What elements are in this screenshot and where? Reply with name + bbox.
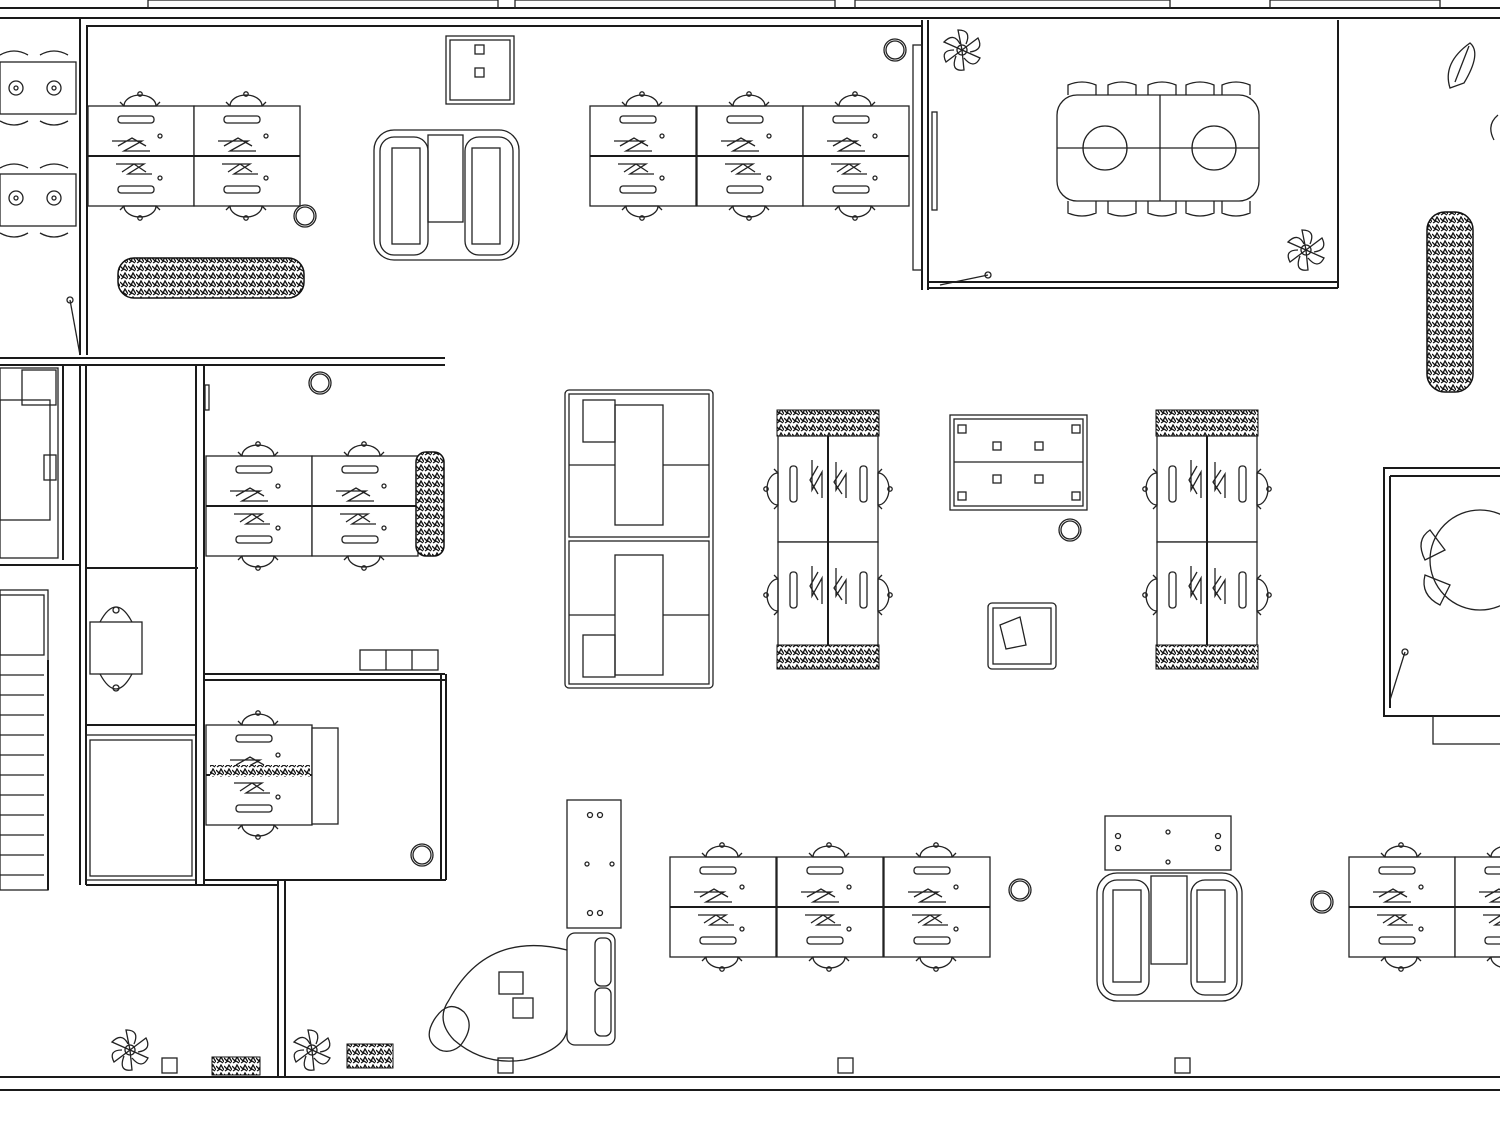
meeting-table-center [949, 414, 1088, 670]
desk-cluster-mid-left [206, 442, 445, 570]
column-icon [883, 38, 907, 62]
right-edge-plants [1426, 42, 1499, 393]
desk-cluster-top-left [88, 92, 300, 220]
meeting-room-right [1383, 467, 1500, 745]
column-icon [293, 204, 317, 228]
door-icon [939, 274, 989, 286]
column-icon [1310, 890, 1334, 914]
column-icon [1008, 878, 1032, 902]
desk-cluster-center-right [1143, 409, 1271, 670]
desk-cluster-top-middle [590, 92, 909, 220]
plant-icon [293, 1029, 331, 1071]
bottom-lounge [428, 799, 622, 1062]
plant-icon [943, 29, 981, 71]
building-walls [0, 0, 1500, 1091]
desk-cluster-bottom-right [1349, 843, 1500, 971]
plant-icon [1287, 229, 1325, 271]
planter-hedge [117, 257, 305, 299]
bottom-wall-details [111, 1029, 1191, 1076]
manager-office [206, 711, 434, 867]
stair-icon [0, 589, 49, 891]
plant-icon [111, 1029, 149, 1071]
cabinet [445, 35, 515, 105]
desk-cluster-center [764, 409, 892, 670]
left-rooms [0, 357, 447, 1077]
booth-tables-left [0, 50, 77, 238]
sofa-booth-bottom [1096, 815, 1243, 1002]
column-icon [308, 371, 332, 395]
desk-cluster-bottom-middle [670, 843, 990, 971]
door-icon [1389, 651, 1406, 701]
phone-booths [564, 389, 714, 689]
door-icon [69, 299, 81, 356]
conference-room [912, 20, 1339, 290]
sofa-booth-top [373, 129, 520, 261]
